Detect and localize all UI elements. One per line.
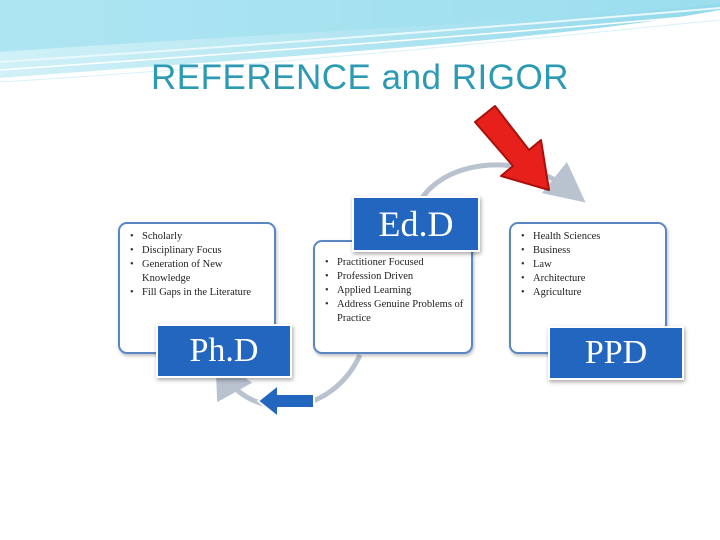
edd-panel: Practitioner Focused Profession Driven A… <box>313 240 473 354</box>
list-item: Architecture <box>521 272 661 286</box>
list-item: Address Genuine Problems of Practice <box>325 298 467 326</box>
list-item: Agriculture <box>521 286 661 300</box>
list-item: Practitioner Focused <box>325 256 467 270</box>
ppd-list: Health Sciences Business Law Architectur… <box>519 230 661 300</box>
list-item: Law <box>521 258 661 272</box>
red-arrow-icon <box>474 105 550 191</box>
list-item: Fill Gaps in the Literature <box>130 286 270 300</box>
header-waves-decoration <box>0 0 720 83</box>
slide-title: REFERENCE and RIGOR <box>151 58 569 97</box>
list-item: Disciplinary Focus <box>130 244 270 258</box>
phd-label: Ph.D <box>156 324 292 378</box>
phd-list: Scholarly Disciplinary Focus Generation … <box>128 230 270 300</box>
list-item: Applied Learning <box>325 284 467 298</box>
edd-list: Practitioner Focused Profession Driven A… <box>323 256 467 326</box>
ppd-label: PPD <box>548 326 684 380</box>
edd-label: Ed.D <box>352 196 480 252</box>
list-item: Health Sciences <box>521 230 661 244</box>
list-item: Scholarly <box>130 230 270 244</box>
list-item: Generation of New Knowledge <box>130 258 270 286</box>
list-item: Business <box>521 244 661 258</box>
list-item: Profession Driven <box>325 270 467 284</box>
top-arc <box>415 161 586 207</box>
blue-left-arrow-icon <box>257 384 315 418</box>
